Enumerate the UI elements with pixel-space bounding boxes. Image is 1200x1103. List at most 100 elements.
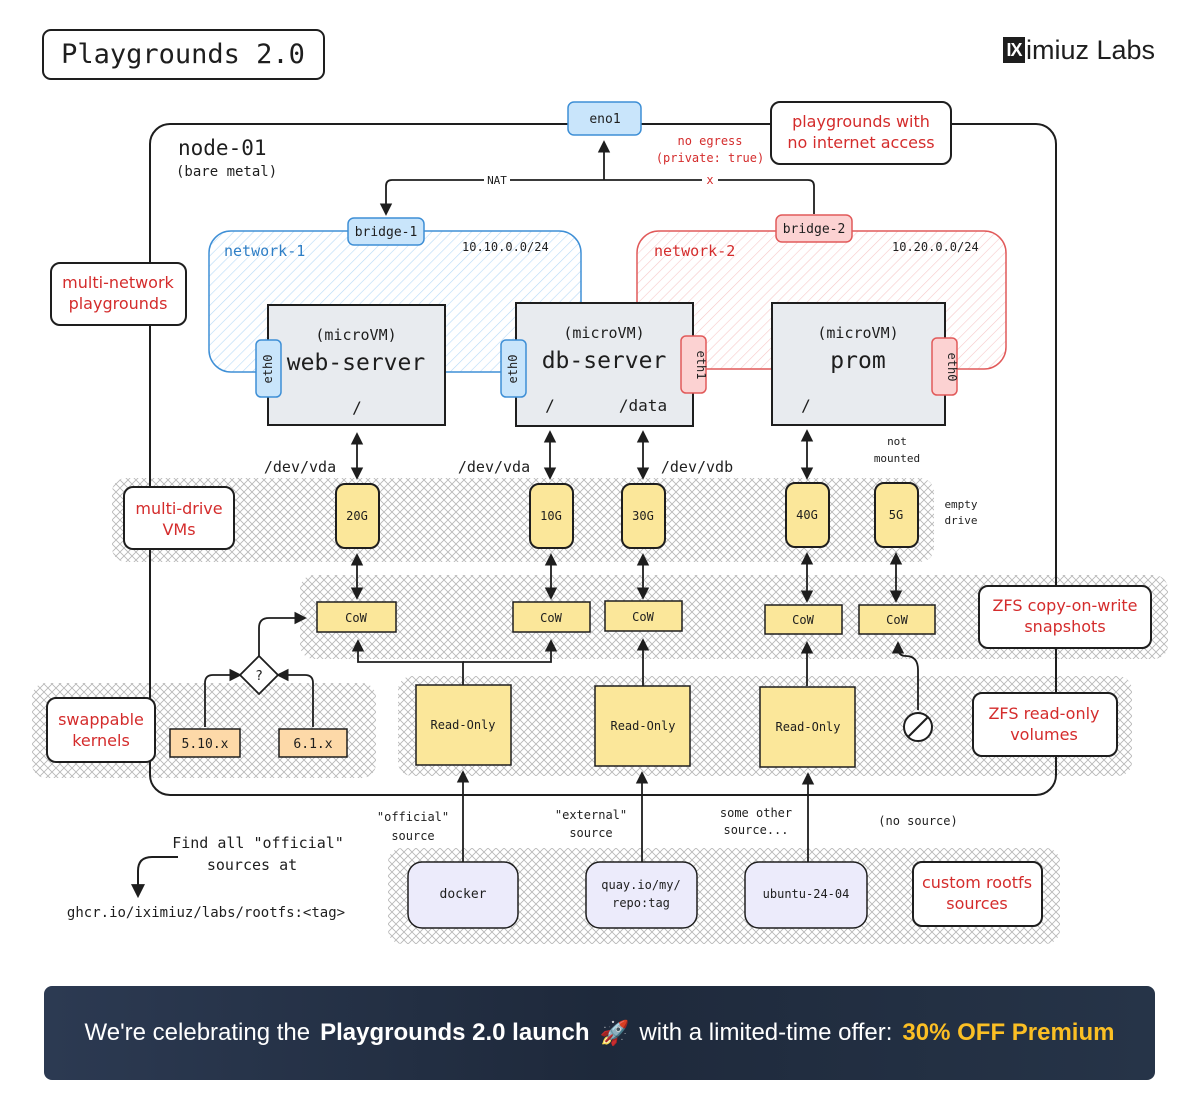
kernel-arrow bbox=[204, 668, 242, 727]
source-type-label: source bbox=[569, 826, 612, 840]
iximiuz-logo-icon: IX bbox=[1003, 37, 1025, 63]
cow-snapshot: CoW bbox=[316, 601, 397, 633]
brand-name: imiuz Labs bbox=[1026, 34, 1156, 65]
kernel-arrow bbox=[276, 668, 314, 727]
bridge-1 bbox=[347, 217, 425, 246]
device-label: /dev/vdb bbox=[661, 458, 733, 476]
readonly-cow-arrow bbox=[351, 639, 464, 685]
svg-text:multi-drive: multi-drive bbox=[135, 499, 222, 518]
cow-band bbox=[300, 575, 1168, 659]
vm-web-server: (microVM) web-server / eth0 bbox=[255, 304, 446, 426]
svg-text:ubuntu-24-04: ubuntu-24-04 bbox=[763, 887, 850, 901]
svg-text:Read-Only: Read-Only bbox=[610, 719, 675, 733]
find-note-line2: sources at bbox=[207, 856, 297, 874]
device-label: /dev/vda bbox=[264, 458, 336, 476]
source-type-label: some other bbox=[720, 806, 792, 820]
kernel-choice-arrow bbox=[258, 611, 307, 656]
eno1-interface bbox=[567, 101, 642, 136]
banner-prefix: We're celebrating the bbox=[84, 1019, 311, 1046]
empty-drive-line1: empty bbox=[944, 498, 977, 511]
svg-text:VMs: VMs bbox=[162, 520, 195, 539]
sources-band bbox=[388, 848, 1060, 944]
readonly-volume: Read-Only bbox=[415, 684, 512, 766]
readonly-cow-arrow bbox=[463, 639, 558, 663]
svg-text:docker: docker bbox=[440, 887, 487, 902]
callout-multi-network: multi-network playgrounds bbox=[50, 262, 187, 326]
vm-prom: (microVM) prom / eth0 bbox=[771, 302, 959, 426]
find-note-arrow bbox=[131, 856, 178, 899]
no-egress-line2: (private: true) bbox=[656, 151, 764, 165]
banner-middle: with a limited-time offer: bbox=[639, 1019, 893, 1046]
drive-10g: 10G bbox=[529, 483, 574, 549]
network-1-name: network-1 bbox=[224, 242, 305, 260]
svg-text:CoW: CoW bbox=[886, 613, 908, 627]
cow-snapshot: CoW bbox=[764, 604, 843, 635]
node-name: node-01 bbox=[178, 136, 267, 160]
eth0-label: eth0 bbox=[506, 355, 520, 384]
blocked-label: x bbox=[706, 173, 713, 187]
drive-30g: 30G bbox=[621, 483, 666, 549]
brand-logo[interactable]: IX imiuz Labs bbox=[1003, 34, 1155, 66]
kernel-choice-diamond bbox=[238, 654, 280, 696]
empty-cow-arrow bbox=[891, 641, 919, 710]
eth1-label: eth1 bbox=[694, 351, 708, 380]
network-1-cidr: 10.10.0.0/24 bbox=[462, 240, 549, 254]
kernel-5-10: 5.10.x bbox=[169, 728, 241, 758]
readonly-volume: Read-Only bbox=[759, 686, 856, 768]
drive-size: 5G bbox=[889, 508, 903, 522]
svg-text:5.10.x: 5.10.x bbox=[182, 737, 229, 752]
title-box bbox=[42, 29, 325, 80]
vm-name: web-server bbox=[287, 350, 425, 376]
bridge-2 bbox=[775, 214, 853, 243]
svg-text:6.1.x: 6.1.x bbox=[293, 737, 332, 752]
drive-20g: 20G bbox=[335, 483, 380, 549]
svg-text:swappable: swappable bbox=[58, 710, 144, 729]
callout-no-internet: playgrounds with no internet access bbox=[770, 101, 952, 165]
find-note-line1: Find all "official" bbox=[172, 834, 344, 852]
svg-text:playgrounds with: playgrounds with bbox=[792, 112, 930, 131]
kernel-6-1: 6.1.x bbox=[278, 728, 348, 758]
vm-box bbox=[771, 302, 946, 426]
empty-drive-line2: drive bbox=[944, 514, 977, 527]
banner-launch: Playgrounds 2.0 launch bbox=[320, 1019, 590, 1046]
multi-drive-band bbox=[112, 478, 934, 562]
banner-offer[interactable]: 30% OFF Premium bbox=[902, 1019, 1115, 1046]
eth1-interface bbox=[680, 335, 707, 394]
vm-kind: (microVM) bbox=[563, 324, 644, 342]
svg-text:CoW: CoW bbox=[540, 611, 562, 625]
cow-snapshot: CoW bbox=[512, 601, 591, 633]
network-2-cidr: 10.20.0.0/24 bbox=[892, 240, 979, 254]
svg-text:multi-network: multi-network bbox=[62, 273, 174, 292]
drive-size: 10G bbox=[540, 509, 562, 523]
svg-text:sources: sources bbox=[946, 894, 1007, 913]
svg-text:ZFS copy-on-write: ZFS copy-on-write bbox=[992, 596, 1137, 615]
kernel-choice-label: ? bbox=[255, 669, 263, 684]
eth0-label: eth0 bbox=[945, 353, 959, 382]
svg-text:CoW: CoW bbox=[792, 613, 814, 627]
empty-source-icon bbox=[903, 712, 933, 742]
drive-5g: 5G bbox=[874, 482, 919, 548]
svg-text:playgrounds: playgrounds bbox=[69, 294, 168, 313]
callout-zfs-cow: ZFS copy-on-write snapshots bbox=[978, 585, 1152, 649]
vm-mount: / bbox=[545, 396, 555, 415]
cow-snapshot: CoW bbox=[858, 604, 936, 635]
source-docker: docker bbox=[407, 861, 519, 929]
drive-size: 30G bbox=[632, 509, 654, 523]
vm-name: prom bbox=[830, 348, 885, 374]
blocked-link bbox=[604, 179, 815, 214]
callout-swappable-kernels: swappable kernels bbox=[46, 697, 156, 763]
node-subtitle: (bare metal) bbox=[176, 164, 277, 180]
svg-text:quay.io/my/: quay.io/my/ bbox=[601, 878, 680, 892]
nat-arrow bbox=[379, 179, 604, 216]
source-ubuntu: ubuntu-24-04 bbox=[744, 861, 868, 929]
drive-40g: 40G bbox=[785, 482, 830, 548]
vm-box bbox=[267, 304, 446, 426]
eth0-label: eth0 bbox=[261, 355, 275, 384]
cow-snapshot: CoW bbox=[604, 600, 683, 632]
drive-size: 40G bbox=[796, 508, 818, 522]
promo-banner[interactable]: We're celebrating the Playgrounds 2.0 la… bbox=[44, 986, 1155, 1080]
bridge-2-label: bridge-2 bbox=[783, 222, 846, 237]
vm-kind: (microVM) bbox=[315, 326, 396, 344]
callout-zfs-readonly: ZFS read-only volumes bbox=[972, 692, 1118, 757]
source-type-label: "external" bbox=[555, 808, 627, 822]
